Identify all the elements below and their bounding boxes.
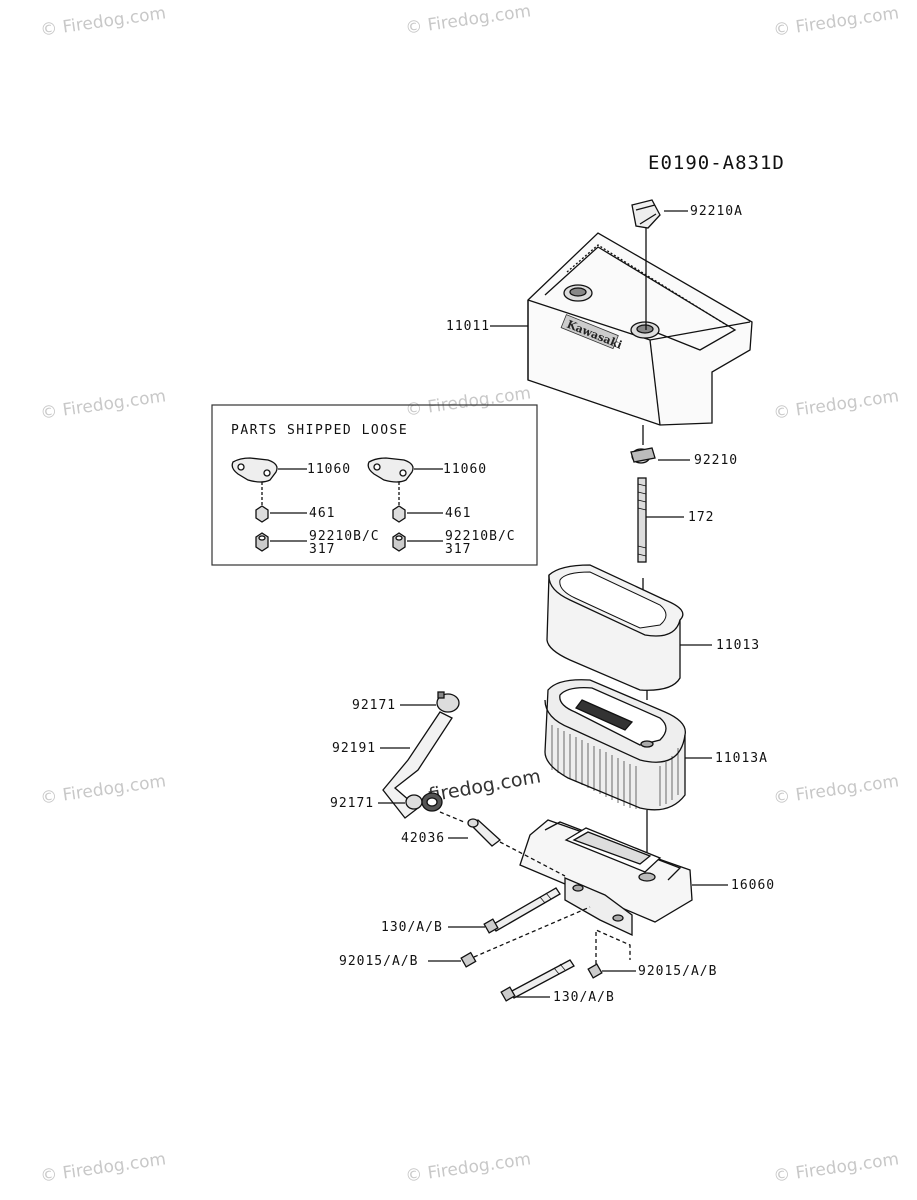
hose-clamp-92171-bottom [378, 792, 443, 812]
nut-92015-left [428, 906, 591, 968]
air-cleaner-cover-11011 [490, 232, 753, 426]
label-92210A: 92210A [690, 204, 743, 219]
hose-clamp-92171-top [400, 691, 460, 713]
cap-nut-92210A [631, 199, 688, 229]
label-92015-left: 92015/A/B [339, 954, 419, 969]
breather-pipe-42036 [439, 811, 566, 877]
label-box-11060-right: 11060 [443, 462, 488, 477]
label-box-461-right: 461 [445, 506, 472, 521]
diagram-code: E0190-A831D [648, 152, 785, 174]
label-130-lower: 130/A/B [553, 990, 615, 1005]
label-16060: 16060 [731, 878, 776, 893]
label-box-92210BC-right: 92210B/C [445, 529, 516, 544]
label-box-11060-left: 11060 [307, 462, 352, 477]
label-box-461-left: 461 [309, 506, 336, 521]
label-11011: 11011 [446, 319, 491, 334]
label-172: 172 [688, 510, 715, 525]
label-box-317-left: 317 [309, 542, 336, 557]
label-box-317-right: 317 [445, 542, 472, 557]
label-92191: 92191 [332, 741, 377, 756]
parts-box-title: PARTS SHIPPED LOOSE [231, 423, 409, 438]
label-92015-right: 92015/A/B [638, 964, 718, 979]
label-42036: 42036 [401, 831, 446, 846]
nut-92015-right [587, 929, 636, 979]
air-filter-element-11013A [544, 679, 712, 811]
label-11013: 11013 [716, 638, 761, 653]
label-box-92210BC-left: 92210B/C [309, 529, 380, 544]
bolt-130-upper [448, 887, 561, 934]
label-92210: 92210 [694, 453, 739, 468]
label-11013A: 11013A [715, 751, 768, 766]
bolt-130-lower [500, 959, 575, 1002]
stud-172 [637, 477, 684, 563]
wing-nut-92210 [630, 447, 690, 464]
parts-shipped-loose-box [211, 404, 538, 566]
base-plate-16060 [519, 819, 728, 937]
pre-cleaner-11013 [546, 564, 712, 691]
label-130-upper: 130/A/B [381, 920, 443, 935]
label-92171-bottom: 92171 [330, 796, 375, 811]
label-92171-top: 92171 [352, 698, 397, 713]
